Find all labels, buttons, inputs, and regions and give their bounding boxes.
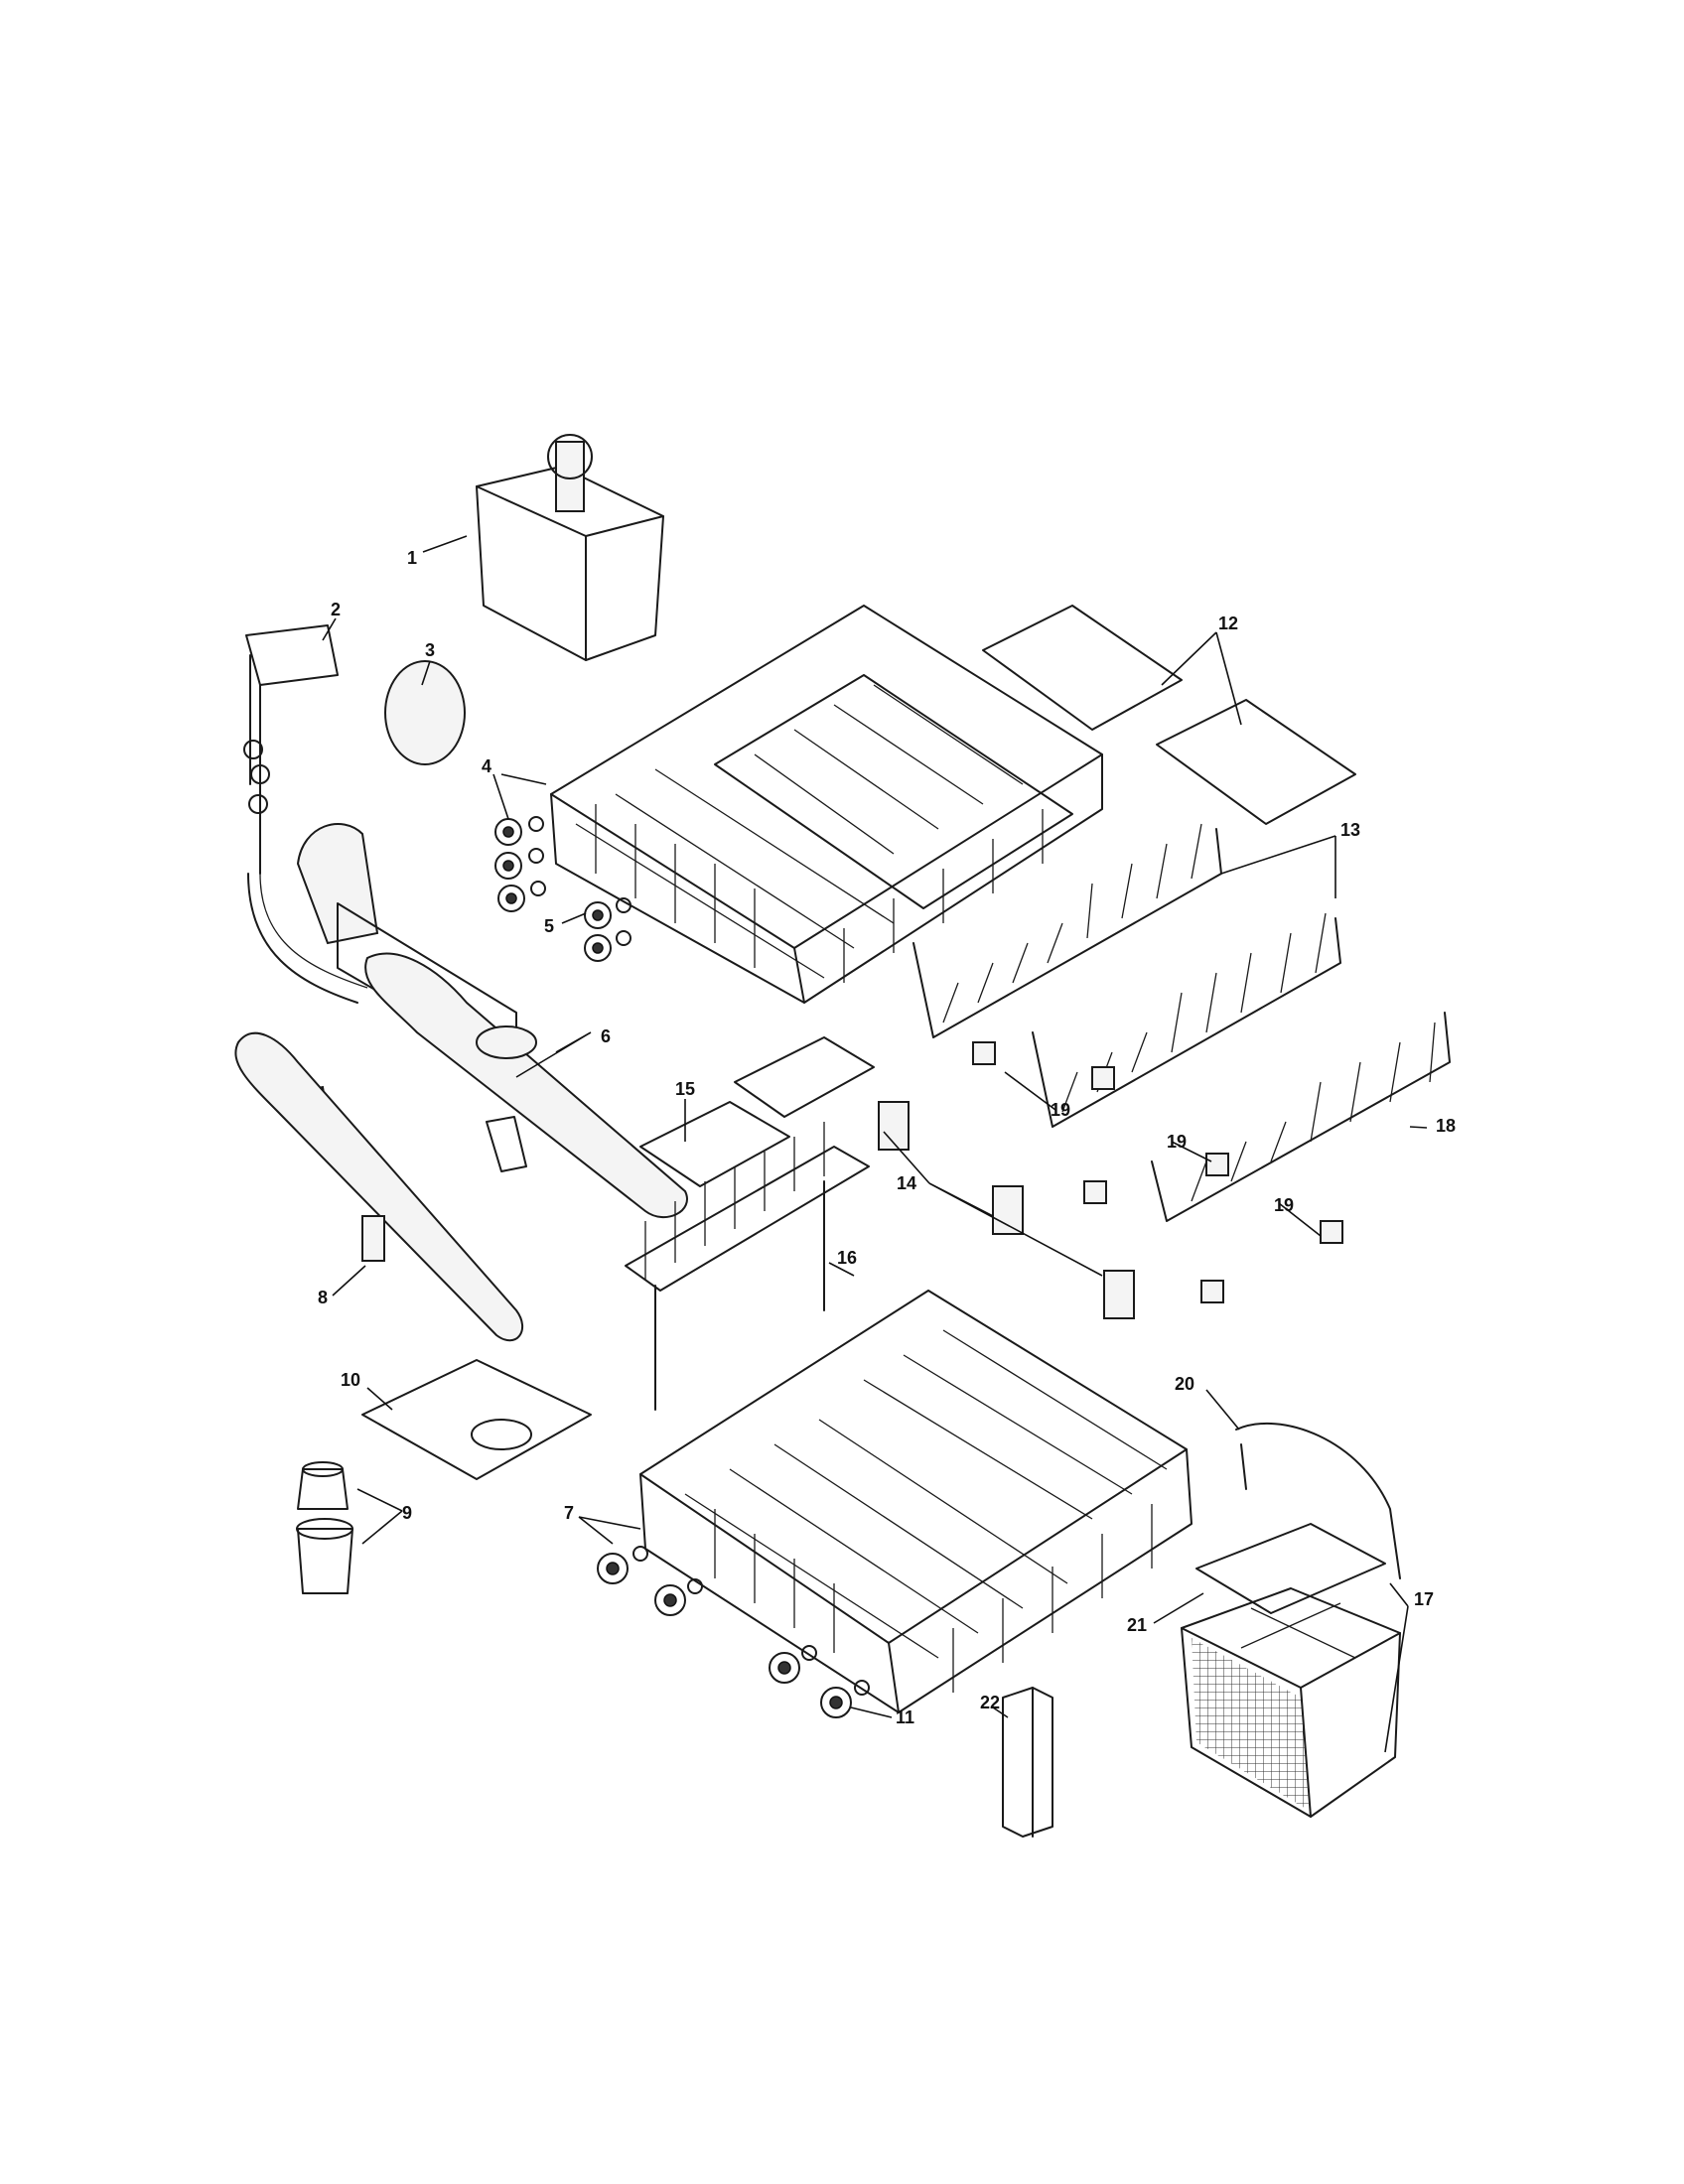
tall-holder-part-22 [1002, 1687, 1053, 1838]
callout-11: 11 [896, 1707, 914, 1727]
callout-21: 21 [1127, 1615, 1147, 1635]
callout-17: 17 [1414, 1589, 1434, 1609]
filter-disc-part-3 [384, 660, 466, 765]
leader-lines [322, 535, 1428, 1753]
callout-12: 12 [1218, 614, 1238, 633]
cup-shelf-part-16 [625, 1122, 870, 1411]
callout-16: 16 [837, 1248, 857, 1268]
callout-4: 4 [482, 756, 491, 776]
lower-spray-arm-part-8 [234, 1031, 523, 1342]
callout-22: 22 [980, 1693, 1000, 1712]
callout-19a: 19 [1051, 1100, 1070, 1120]
lower-rack-rollers-part-7 [597, 1546, 703, 1616]
silverware-basket-part-17 [1181, 1587, 1401, 1818]
bracket-part-14 [878, 1101, 1135, 1319]
callout-2: 2 [331, 600, 341, 619]
callout-19c: 19 [1274, 1195, 1294, 1215]
supply-tube-part-2 [243, 624, 368, 1004]
basket-handle-part-20 [1235, 1422, 1401, 1579]
callout-20: 20 [1175, 1374, 1194, 1394]
callout-7: 7 [564, 1503, 574, 1523]
sump-plate-part-10 [361, 1359, 592, 1480]
callout-18: 18 [1436, 1116, 1456, 1136]
fold-tine-row-part-18 [1151, 1012, 1451, 1222]
callout-19b: 19 [1167, 1132, 1187, 1152]
tine-insert-part-15 [639, 1036, 875, 1187]
upper-rack-rollers-part-5 [584, 897, 632, 962]
callout-13: 13 [1340, 820, 1360, 840]
clip-part-19 [972, 1041, 1343, 1303]
callout-1: 1 [407, 548, 417, 568]
silverware-basket-part-1 [476, 434, 664, 661]
lower-rack-rollers-part-11 [769, 1645, 870, 1718]
lower-rack [639, 1290, 1193, 1713]
tine-rack-part-12 [982, 605, 1356, 825]
callout-15: 15 [675, 1079, 695, 1099]
callout-8: 8 [318, 1288, 328, 1307]
basket-lid-part-21 [1195, 1523, 1386, 1614]
callout-6: 6 [601, 1026, 611, 1046]
callout-9: 9 [402, 1503, 412, 1523]
callout-14: 14 [897, 1173, 916, 1193]
callout-10: 10 [341, 1370, 360, 1390]
callout-3: 3 [425, 640, 435, 660]
filter-cup-part-9 [296, 1461, 353, 1594]
callout-labels: 1 2 3 4 5 6 7 8 9 10 11 12 13 14 15 16 1… [318, 548, 1456, 1727]
callout-5: 5 [544, 916, 554, 936]
fold-tine-row-part-13 [912, 823, 1341, 1128]
upper-rack-rollers-part-4 [494, 816, 546, 912]
upper-rack [550, 605, 1103, 1004]
